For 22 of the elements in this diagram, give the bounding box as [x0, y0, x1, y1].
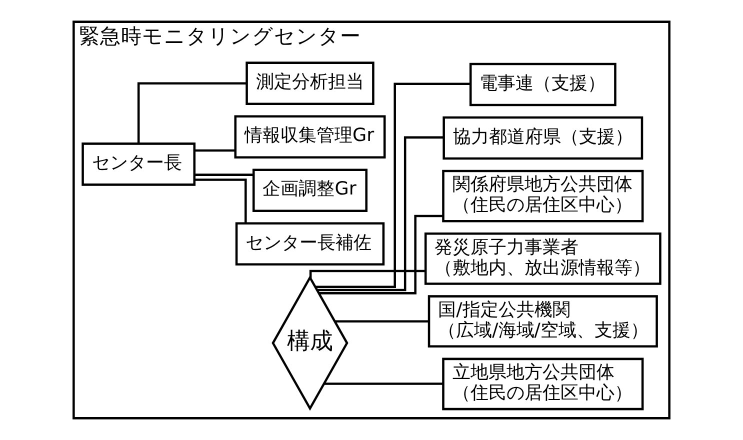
- node-box: センター長: [82, 142, 196, 186]
- connector: [334, 320, 429, 322]
- node-box: 電事連（支援）: [469, 62, 616, 106]
- connector: [309, 270, 426, 278]
- node-diamond: 構成: [272, 275, 348, 411]
- connector: [324, 382, 444, 385]
- connector: [194, 178, 247, 224]
- node-box: 情報収集管理Gr: [234, 115, 386, 158]
- connector: [317, 136, 444, 292]
- node-box: 発災原子力事業者 （敷地内、放出源情報等）: [424, 232, 662, 285]
- connector: [318, 214, 444, 294]
- node-box: 企画調整Gr: [252, 168, 368, 212]
- connector: [194, 174, 254, 176]
- node-box: 立地県地方公共団体 （住民の居住区中心）: [442, 358, 644, 410]
- connector: [194, 149, 236, 152]
- connector: [137, 82, 247, 144]
- node-box: 測定分析担当: [246, 62, 374, 105]
- node-box: 国/指定公共機関 （広域/海域/空域、支援）: [428, 295, 658, 348]
- node-box: 関係府県地方公共団体 （住民の居住区中心）: [442, 170, 644, 222]
- node-box: 協力都道府県（支援）: [442, 116, 644, 160]
- connector: [316, 82, 470, 288]
- node-box: センター長補佐: [235, 222, 385, 266]
